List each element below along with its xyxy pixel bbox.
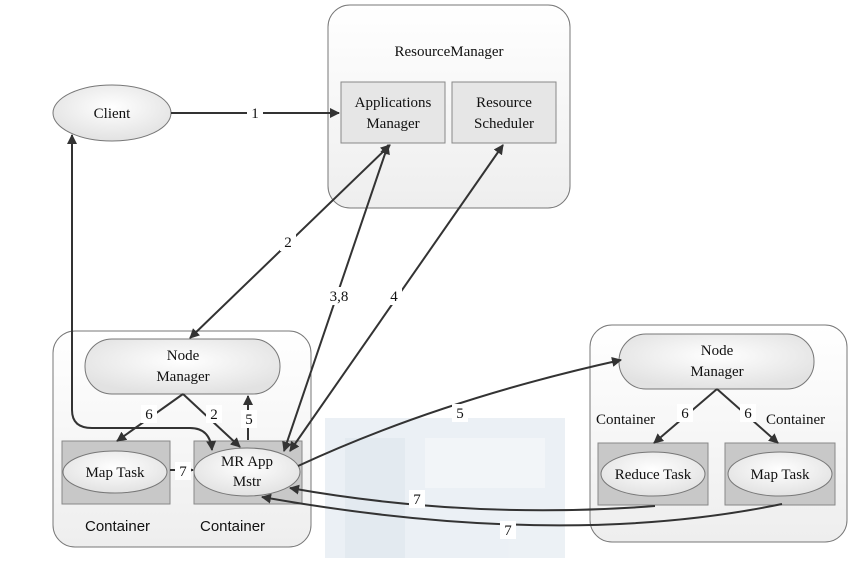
label-mr-to-nm-right: 5 [456, 406, 464, 422]
label-map-to-mr: 7 [179, 464, 187, 480]
label-nm-right-to-map: 6 [744, 406, 752, 422]
client-node: Client [52, 84, 172, 142]
mr-app-mstr-container: MR App Mstr [193, 440, 303, 505]
resource-scheduler-box: Resource Scheduler [451, 81, 557, 144]
resource-scheduler-line1: Resource [476, 95, 532, 111]
applications-manager-line2: Manager [366, 116, 419, 132]
label-nm-to-map: 6 [145, 407, 153, 423]
node-manager-left-line1: Node [167, 348, 200, 364]
reduce-task-container: Reduce Task [597, 442, 709, 506]
reduce-task-label: Reduce Task [615, 467, 692, 483]
label-rs-mr: 4 [390, 289, 398, 305]
mr-app-mstr-line1: MR App [221, 454, 273, 470]
resource-scheduler-line2: Scheduler [474, 116, 534, 132]
mr-app-mstr-line2: Mstr [233, 474, 261, 490]
label-am-mr: 3,8 [330, 289, 349, 305]
applications-manager-box: Applications Manager [340, 81, 446, 144]
container-left-2: Container [200, 518, 265, 535]
map-task-left-container: Map Task [61, 440, 171, 505]
node-manager-left: Node Manager [84, 338, 281, 395]
map-task-right-label: Map Task [750, 467, 810, 483]
applications-manager-line1: Applications [355, 95, 432, 111]
label-nm-right-to-reduce: 6 [681, 406, 689, 422]
map-task-right-container: Map Task [724, 442, 836, 506]
node-manager-right-line2: Manager [690, 364, 743, 380]
arrow-client-mr [67, 134, 217, 451]
label-mr-to-nm: 5 [245, 412, 253, 428]
client-label: Client [94, 106, 131, 122]
label-nm-to-mr: 2 [210, 407, 218, 423]
node-manager-left-line2: Manager [156, 369, 209, 385]
map-task-left-label: Map Task [85, 465, 145, 481]
node-manager-right: Node Manager [618, 333, 815, 390]
container-left-1: Container [85, 518, 150, 535]
label-reduce-to-mr: 7 [413, 492, 421, 508]
label-map-right-to-mr: 7 [504, 523, 512, 539]
container-right-1: Container [596, 412, 655, 428]
arrow-map-right-to-mr [261, 493, 783, 527]
label-client-to-am: 1 [251, 106, 259, 122]
arrow-reduce-to-mr [289, 484, 656, 512]
arrow-mr-to-nm-right [297, 357, 622, 467]
label-am-to-nm: 2 [284, 235, 292, 251]
resource-manager-title: ResourceManager [394, 44, 503, 60]
container-right-2: Container [766, 412, 825, 428]
node-manager-right-line1: Node [701, 343, 734, 359]
